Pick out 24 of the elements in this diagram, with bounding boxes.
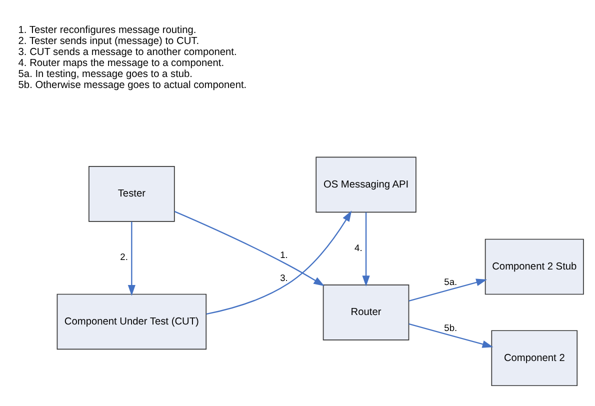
node-box: Component Under Test (CUT): [56, 293, 207, 350]
node-box: OS Messaging API: [316, 156, 416, 212]
edge-label: 2.: [120, 252, 128, 262]
edge-label: 5b.: [444, 322, 458, 332]
label: 2. Tester sends input (message) to CUT.: [18, 35, 200, 46]
label: 3. CUT sends a message to another component.: [18, 46, 237, 58]
label: 1. Tester reconfigures message routing.: [18, 24, 196, 36]
label: 5a. In testing, message goes to a stub.: [18, 68, 192, 80]
edge-label: 5a.: [444, 276, 458, 287]
node-box: Router: [322, 284, 410, 340]
node-box: Component 2 Stub: [484, 238, 584, 294]
label: 5b. Otherwise message goes to actual component.: [18, 79, 247, 90]
arrow: [362, 212, 370, 286]
node-box: Tester: [88, 166, 175, 222]
arrow: [174, 210, 324, 286]
node-box: Component 2: [491, 330, 578, 386]
arrow: [408, 322, 494, 348]
label: 4. Router maps the message to a component.: [18, 57, 224, 68]
arrow: [408, 278, 488, 301]
edge-label: 3.: [280, 272, 288, 282]
arrow: [128, 221, 136, 296]
edge-label: 4.: [354, 242, 362, 252]
edge-label: 1.: [280, 250, 288, 260]
arrow: [206, 210, 352, 314]
